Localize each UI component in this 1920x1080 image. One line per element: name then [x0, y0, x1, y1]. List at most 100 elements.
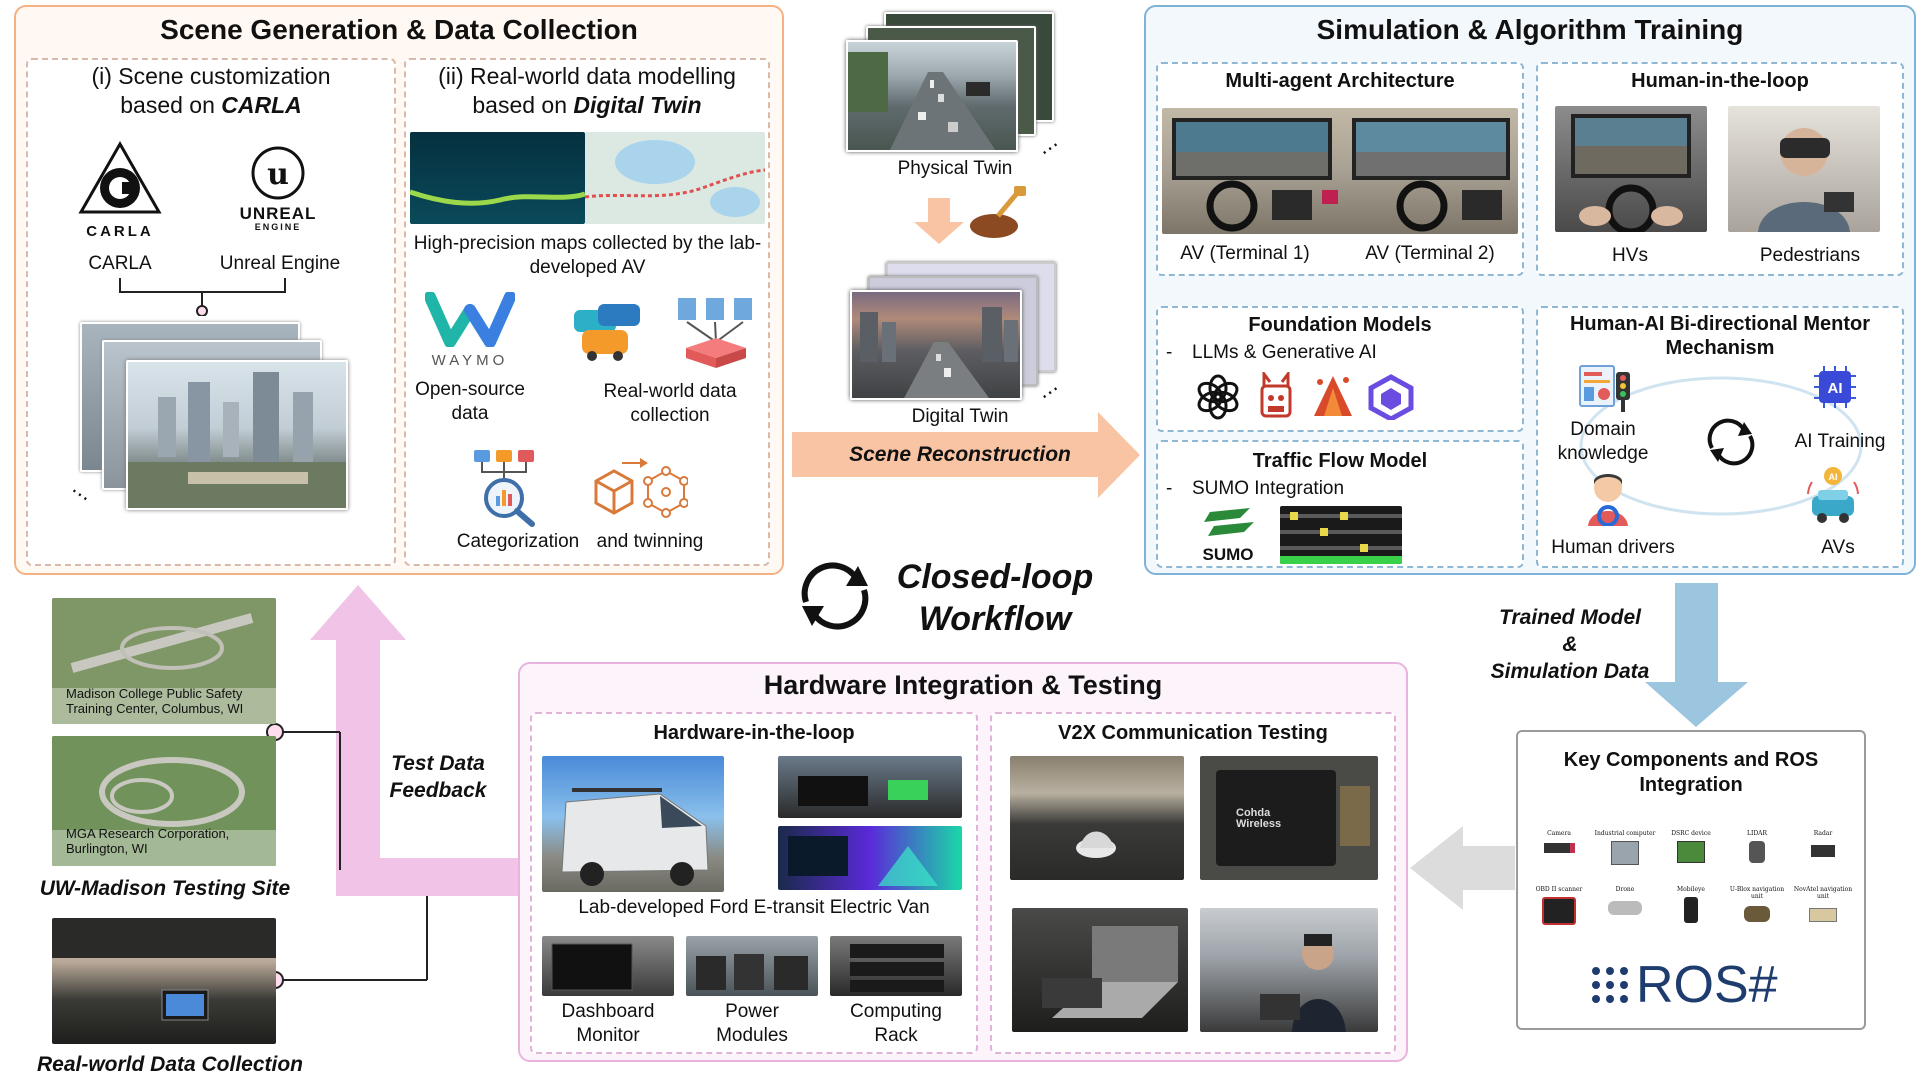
- multi-agent-photo: [1162, 108, 1518, 234]
- avs-label: AVs: [1821, 537, 1855, 558]
- camera-icon: [1543, 843, 1575, 853]
- hil-title: Hardware-in-the-loop: [653, 722, 855, 744]
- gemini-icon: [1314, 376, 1352, 416]
- component-label-drone: Drone: [1615, 886, 1635, 893]
- carla-heading-line1: (i) Scene customization: [91, 63, 331, 89]
- mentor-title-line2: Mechanism: [1665, 337, 1775, 359]
- component-lidar: LIDAR: [1724, 830, 1790, 863]
- engines-bracket: [119, 278, 286, 316]
- realworld-data-label: Real-world Data Collection: [36, 1053, 304, 1076]
- component-dsrc: DSRC device: [1658, 830, 1724, 863]
- ai-training-label: AI Training: [1794, 431, 1886, 452]
- dsrc-icon: [1677, 841, 1705, 863]
- domain-knowledge-icon: [1579, 365, 1630, 412]
- component-label-mobileye: Mobileye: [1677, 886, 1705, 893]
- hil-interior-photo: [778, 756, 962, 818]
- categorization-icon: [474, 450, 535, 527]
- trained-model-line1: Trained Model: [1499, 606, 1641, 629]
- scene-reconstruction-label: Scene Reconstruction: [849, 443, 1071, 466]
- physical-to-digital-arrow: [914, 198, 964, 244]
- mga-research-photo: MGA Research Corporation, Burlington, WI: [52, 736, 276, 866]
- domain-knowledge-label: Domain knowledge: [1557, 419, 1649, 464]
- key-components-panel: [1516, 730, 1866, 1030]
- closed-loop-icon: [801, 562, 869, 630]
- power-modules-label: Power Modules: [716, 1001, 788, 1046]
- dashboard-label: Dashboard Monitor: [561, 1001, 655, 1046]
- av-terminal-2-label: AV (Terminal 2): [1365, 243, 1495, 264]
- closed-loop-label: Closed-loop Workflow: [870, 556, 1120, 640]
- unreal-logo: u UNREAL ENGINE: [218, 146, 338, 241]
- ros-sharp-logo: ROS#: [1590, 955, 1800, 1015]
- pointcloud-map: [410, 132, 585, 224]
- svg-text:u: u: [267, 157, 289, 192]
- v2x-antenna-photo: [1010, 756, 1184, 880]
- mentor-title: Human-AI Bi-directional Mentor Mechanism: [1536, 312, 1904, 360]
- carla-heading-prefix: based on: [120, 91, 222, 118]
- component-mobileye: Mobileye: [1658, 886, 1724, 923]
- components-to-hardware-arrow: [1410, 826, 1515, 910]
- scene-generation-title: Scene Generation & Data Collection: [160, 14, 638, 45]
- traffic-flow-title: Traffic Flow Model: [1252, 450, 1428, 472]
- twinning-icon: [594, 458, 688, 518]
- scene-reconstruction-arrow: [792, 412, 1140, 498]
- sumo-wordmark: SUMO: [1202, 545, 1254, 564]
- unreal-wordmark: UNREAL: [239, 204, 317, 223]
- component-ublox: U-Blox navigation unit: [1724, 886, 1790, 922]
- maps-caption: High-precision maps collected by the lab…: [413, 233, 762, 278]
- twinning-label: and twinning: [596, 531, 704, 552]
- human-driver-icon: [1588, 474, 1628, 526]
- component-radar: Radar: [1790, 830, 1856, 857]
- carla-heading-line2: based on CARLA: [26, 91, 396, 120]
- foundation-bullet: -: [1166, 342, 1173, 363]
- shovel-icon: [970, 186, 1026, 238]
- component-obd: OBD II scanner: [1526, 886, 1592, 925]
- novatel-icon: [1809, 908, 1837, 922]
- carla-label: CARLA: [88, 253, 152, 274]
- obd-scanner-icon: [1542, 897, 1576, 925]
- cohda-wordmark: Cohda Wireless: [1236, 807, 1282, 830]
- trained-model-line3: Simulation Data: [1490, 660, 1650, 683]
- component-label-obd: OBD II scanner: [1535, 886, 1583, 893]
- key-components-title-line2: Integration: [1639, 774, 1743, 796]
- components-grid: Camera Industrial computer DSRC device L…: [1526, 830, 1856, 940]
- hv-photo: [1555, 106, 1707, 232]
- component-label-ublox: U-Blox navigation unit: [1729, 886, 1785, 900]
- av-icon: AI: [1807, 467, 1859, 523]
- qwen-icon: [1368, 374, 1414, 420]
- traffic-item: SUMO Integration: [1192, 478, 1345, 499]
- trained-model-line2: &: [1562, 633, 1578, 656]
- dt-heading-em: Digital Twin: [573, 91, 702, 118]
- route-map: [585, 132, 765, 224]
- mobileye-icon: [1684, 897, 1698, 923]
- v2x-driver-photo: [1200, 908, 1378, 1032]
- cycle-arrows-icon: [1707, 418, 1755, 466]
- key-components-title: Key Components and ROS Integration: [1516, 748, 1866, 798]
- mga-research-caption: MGA Research Corporation, Burlington, WI: [66, 826, 230, 856]
- van-photo: [542, 756, 724, 892]
- sumo-screenshot: [1280, 506, 1402, 564]
- component-label-novatel: NovAtel navigation unit: [1793, 886, 1853, 900]
- closed-loop-line1: Closed-loop: [896, 558, 1094, 596]
- dt-heading-line1: (ii) Real-world data modelling: [438, 63, 736, 89]
- human-in-loop-title: Human-in-the-loop: [1631, 70, 1809, 92]
- unreal-engine-sub: ENGINE: [254, 222, 302, 232]
- ai-chip-text: AI: [1828, 380, 1843, 397]
- carla-render-front: [126, 360, 348, 510]
- hil-screen-photo: [778, 826, 962, 890]
- carla-section-heading: (i) Scene customization based on CARLA: [26, 62, 396, 120]
- waymo-caption: Open-source data: [415, 379, 525, 424]
- foundation-item: LLMs & Generative AI: [1192, 342, 1377, 363]
- computing-rack-photo: [830, 936, 962, 996]
- categorization-label: Categorization: [456, 531, 580, 552]
- madison-college-photo: Madison College Public Safety Training C…: [52, 598, 276, 724]
- llama-icon: [1260, 372, 1292, 418]
- v2x-laptop-photo: [1012, 908, 1188, 1032]
- component-industrial-computer: Industrial computer: [1592, 830, 1658, 865]
- test-feedback-line1: Test Data: [391, 752, 485, 775]
- component-drone: Drone: [1592, 886, 1658, 915]
- ros-wordmark: ROS#: [1636, 956, 1778, 1014]
- openai-icon: [1197, 374, 1239, 420]
- component-label-dsrc: DSRC device: [1671, 830, 1711, 837]
- component-label-industrial-computer: Industrial computer: [1594, 830, 1656, 837]
